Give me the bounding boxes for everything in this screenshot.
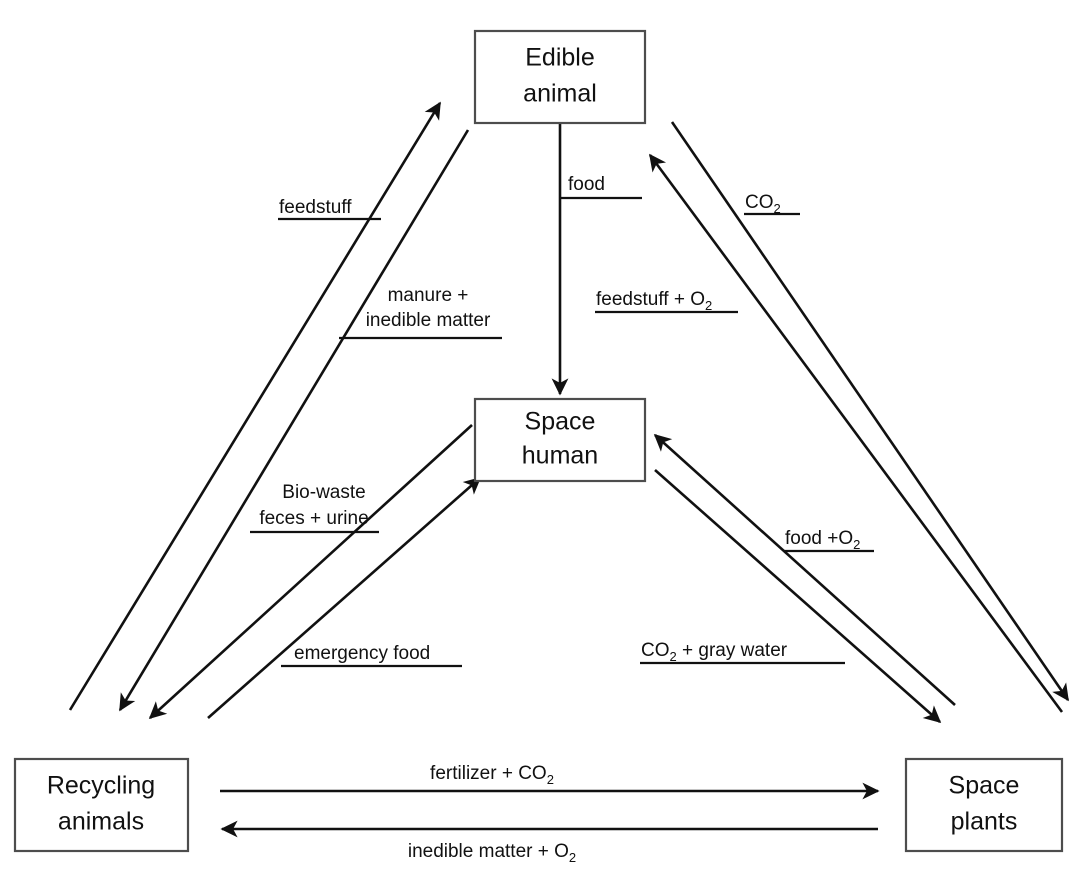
edge-label-food: food [568,174,605,195]
node-space-plants-line2: plants [951,808,1018,836]
edge-label-feedstuff: feedstuff [279,197,352,218]
feedstuff-o2-subscript: 2 [705,298,712,313]
edge-co2 [648,153,1064,713]
fertilizer-subscript: 2 [547,772,554,787]
edge-manure-inedible-matter [118,129,470,712]
edge-bio-waste [148,424,473,720]
co2-gray-base: CO [641,640,670,661]
edge-feedstuff [68,101,442,711]
edge-label-bio-waste-line2: feces + urine [259,508,368,529]
edge-co2-gray-water [654,469,942,724]
node-recycling-animals-line2: animals [58,808,144,836]
node-space-human-line2: human [522,442,598,470]
inedible-o2-subscript: 2 [569,850,576,865]
node-space-human-line1: Space [525,408,596,436]
edge-label-emergency-food: emergency food [294,643,430,664]
edge-label-inedible-matter-o2: inedible matter + O2 [408,841,576,865]
edge-label-fertilizer-co2: fertilizer + CO2 [430,763,554,787]
edge-label-co2-gray-water: CO2 + gray water [641,640,788,664]
node-space-plants-line1: Space [949,772,1020,800]
edge-food-o2 [653,433,956,706]
edge-label-bio-waste-line1: Bio-waste [282,482,365,503]
edge-label-co2: CO2 [745,192,781,216]
fertilizer-base: fertilizer + CO [430,763,547,784]
co2-subscript: 2 [774,201,781,216]
edge-label-manure-line2: inedible matter [366,310,491,331]
inedible-o2-base: inedible matter + O [408,841,569,862]
feedstuff-o2-base: feedstuff + O [596,289,705,310]
edge-feedstuff-o2 [670,121,1070,702]
co2-gray-post: + gray water [677,640,788,661]
node-space-human[interactable]: Space human [473,397,647,483]
node-edible-animal-line1: Edible [525,44,595,72]
co2-gray-subscript: 2 [670,649,677,664]
food-o2-base: food +O [785,528,853,549]
edge-emergency-food [207,476,482,719]
edge-label-food-o2: food +O2 [785,528,860,552]
food-o2-subscript: 2 [853,537,860,552]
node-recycling-animals-line1: Recycling [47,772,155,800]
edge-label-feedstuff-o2: feedstuff + O2 [596,289,712,313]
edge-label-manure-line1: manure + [388,285,469,306]
co2-base: CO [745,192,774,213]
node-recycling-animals[interactable]: Recycling animals [13,757,190,853]
node-space-plants[interactable]: Space plants [904,757,1064,853]
node-edible-animal-line2: animal [523,80,597,108]
node-edible-animal[interactable]: Edible animal [473,29,647,125]
